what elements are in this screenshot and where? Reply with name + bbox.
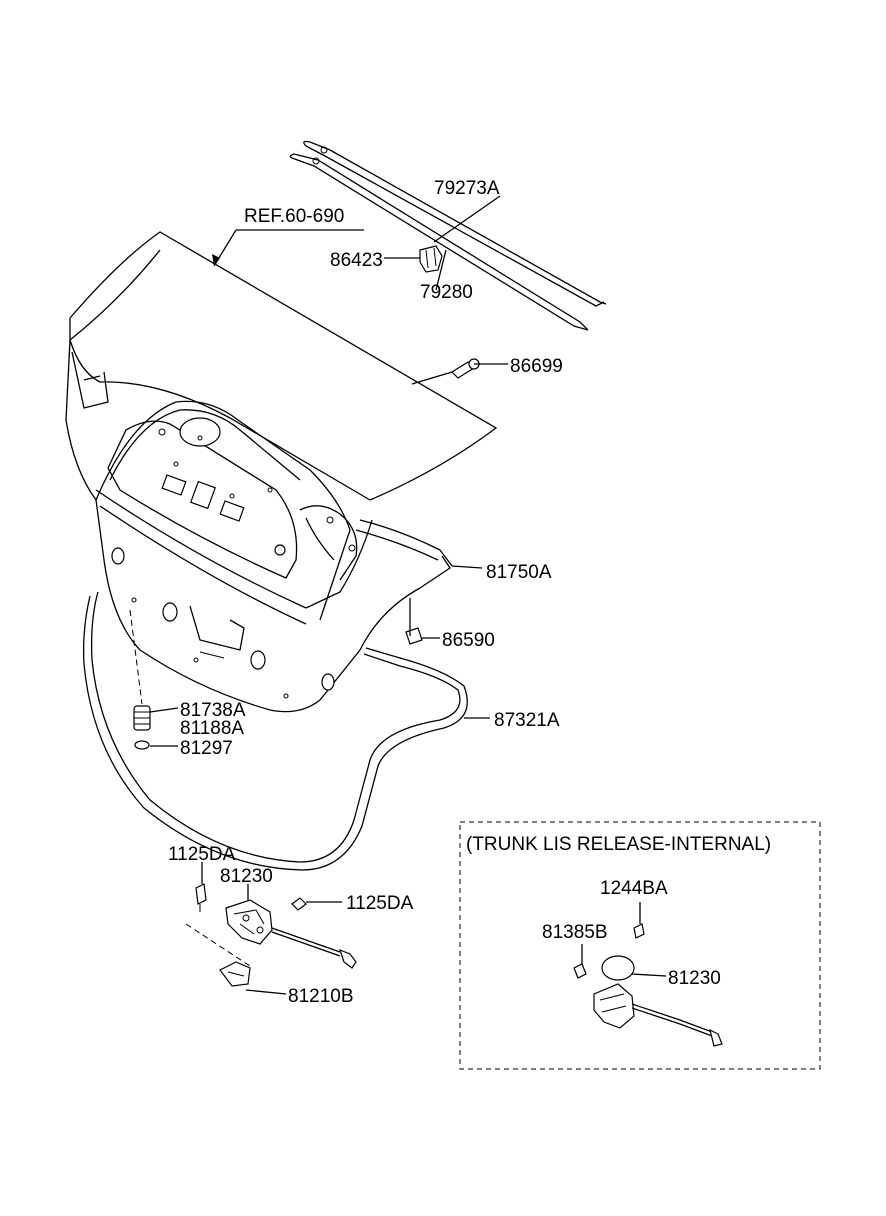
label-81738A: 81738A bbox=[180, 700, 246, 721]
label-87321A: 87321A bbox=[494, 710, 560, 731]
label-ref: REF.60-690 bbox=[244, 206, 344, 227]
bumper-stop-81738A bbox=[129, 609, 151, 750]
screw-86699 bbox=[451, 358, 480, 379]
inset-title: (TRUNK LIS RELEASE-INTERNAL) bbox=[466, 834, 771, 855]
label-79273A: 79273A bbox=[434, 178, 500, 199]
weatherstrip-87321A bbox=[82, 591, 468, 871]
label-81297: 81297 bbox=[180, 738, 233, 759]
support-rods bbox=[289, 140, 607, 331]
trunk-lid bbox=[65, 231, 498, 713]
label-1125DA-right: 1125DA bbox=[346, 893, 414, 914]
label-81750A: 81750A bbox=[486, 562, 552, 583]
lid-seal-81750A bbox=[355, 519, 453, 567]
label-86699: 86699 bbox=[510, 356, 563, 377]
label-1244BA: 1244BA bbox=[600, 878, 668, 899]
label-81210B: 81210B bbox=[288, 986, 354, 1007]
label-81230-main: 81230 bbox=[220, 866, 273, 887]
label-81230-inset: 81230 bbox=[668, 968, 721, 989]
latch-assembly bbox=[185, 883, 357, 987]
clip-86423 bbox=[419, 245, 443, 273]
label-81385B: 81385B bbox=[542, 922, 608, 943]
label-81188A: 81188A bbox=[180, 718, 244, 739]
label-79280: 79280 bbox=[420, 282, 473, 303]
leader-lines bbox=[149, 195, 667, 995]
label-1125DA-left: 1125DA bbox=[168, 844, 236, 865]
label-86423: 86423 bbox=[330, 250, 383, 271]
fastener-86590 bbox=[405, 627, 423, 645]
label-86590: 86590 bbox=[442, 630, 495, 651]
inset-box bbox=[459, 821, 821, 1070]
